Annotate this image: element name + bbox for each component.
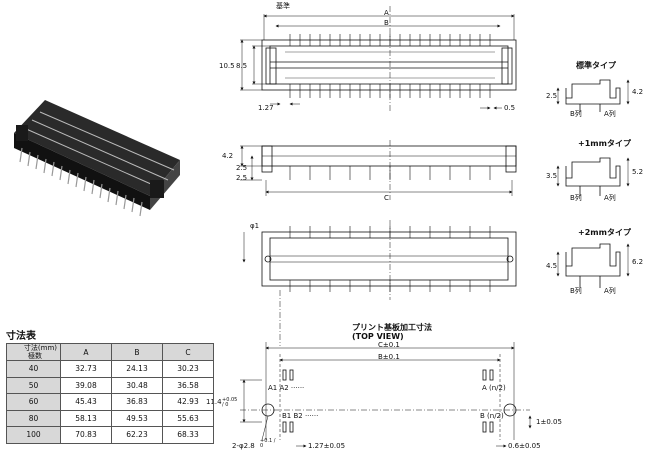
standard-dim-right: 4.2 (632, 88, 644, 96)
plus2-dim-right: 6.2 (632, 258, 644, 266)
dim-25a-label: 2.5 (236, 164, 248, 172)
plus2-type-title: +2mmタイプ (578, 228, 631, 237)
value-a-cell: 32.73 (60, 360, 112, 378)
poles-cell: 40 (6, 360, 61, 378)
pcb-bn2: B (n/2) (480, 412, 504, 420)
value-a-cell: 45.43 (60, 393, 112, 411)
value-c-cell: 68.33 (162, 426, 214, 444)
value-b-cell: 62.23 (111, 426, 163, 444)
dimension-table: 寸法(mm) 極数 A B C 40 32.73 24.13 30.23 50 … (6, 343, 214, 444)
plus1-row-a: A列 (604, 194, 616, 202)
pcb-dim-06: 0.6±0.05 (508, 442, 541, 450)
plus1-type-title: +1mmタイプ (578, 139, 631, 148)
header-dim: 寸法(mm) (23, 344, 57, 352)
poles-cell: 60 (6, 393, 61, 411)
header-col-b: B (111, 343, 163, 361)
pcb-dim-b: B±0.1 (378, 353, 400, 361)
dim-25b-label: 2.5 (236, 174, 248, 182)
dim-42-label: 4.2 (222, 152, 234, 160)
header-poles: 極数 (28, 352, 42, 360)
pcb-a1a2: A1 A2 ······ (268, 384, 305, 392)
table-header-row: 寸法(mm) 極数 A B C (6, 343, 214, 361)
plus2-row-a: A列 (604, 287, 616, 295)
dim-127-label: 1.27 (258, 104, 274, 112)
plus1-dim-left: 3.5 (546, 172, 558, 180)
pcb-b1b2: B1 B2 ······ (282, 412, 319, 420)
value-b-cell: 49.53 (111, 409, 163, 427)
table-row: 60 45.43 36.83 42.93 (6, 393, 214, 411)
value-a-cell: 39.08 (60, 376, 112, 394)
standard-type-title: 標準タイプ (576, 61, 616, 70)
standard-dim-left: 2.5 (546, 92, 558, 100)
poles-cell: 50 (6, 376, 61, 394)
value-b-cell: 30.48 (111, 376, 163, 394)
side-view (240, 140, 517, 200)
connector-3d-illustration (14, 100, 180, 217)
pcb-dim-114: 11.4 (206, 398, 222, 406)
value-c-cell: 30.23 (162, 360, 214, 378)
pcb-dim-c: C±0.1 (378, 341, 400, 349)
value-b-cell: 36.83 (111, 393, 163, 411)
pcb-hole-tol: +0.1 / 0 (260, 438, 276, 449)
dim-b-label: B (384, 19, 389, 27)
standard-row-a: A列 (604, 110, 616, 118)
pcb-an2: A (n/2) (482, 384, 506, 392)
pcb-subtitle: (TOP VIEW) (352, 332, 404, 341)
standard-row-b: B列 (570, 110, 582, 118)
pcb-title: プリント基板加工寸法 (352, 323, 432, 332)
plus2-dim-left: 4.5 (546, 262, 558, 270)
kijun-label: 基準 (276, 2, 290, 10)
poles-cell: 80 (6, 409, 61, 427)
pcb-hole: 2-φ2.8 (232, 442, 255, 450)
value-c-cell: 42.93 (162, 393, 214, 411)
pcb-layout (240, 342, 532, 448)
header-dim-poles: 寸法(mm) 極数 (6, 343, 61, 361)
dim-85-label: 8.5 (236, 62, 248, 70)
dim-a-label: A (384, 9, 389, 17)
pcb-pitch: 1.27±0.05 (308, 442, 346, 450)
top-view (240, 6, 517, 112)
value-a-cell: 70.83 (60, 426, 112, 444)
table-row: 100 70.83 62.23 68.33 (6, 426, 214, 444)
plus1-dim-right: 5.2 (632, 168, 644, 176)
phi1-label: φ1 (250, 222, 260, 230)
value-b-cell: 24.13 (111, 360, 163, 378)
dim-105-label: 10.5 (219, 62, 235, 70)
value-c-cell: 55.63 (162, 409, 214, 427)
dimension-table-title: 寸法表 (6, 331, 36, 342)
dim-05-label: 0.5 (504, 104, 516, 112)
table-row: 80 58.13 49.53 55.63 (6, 409, 214, 427)
pcb-dim-114-tol: +0.05 / 0 (222, 397, 238, 408)
plus2-row-b: B列 (570, 287, 582, 295)
value-c-cell: 36.58 (162, 376, 214, 394)
header-col-c: C (162, 343, 214, 361)
table-row: 40 32.73 24.13 30.23 (6, 360, 214, 378)
header-col-a: A (60, 343, 112, 361)
table-row: 50 39.08 30.48 36.58 (6, 376, 214, 394)
bottom-view (242, 220, 517, 346)
type-profiles (556, 79, 630, 288)
pcb-dim-1: 1±0.05 (536, 418, 562, 426)
poles-cell: 100 (6, 426, 61, 444)
value-a-cell: 58.13 (60, 409, 112, 427)
dim-c-label: C (384, 194, 389, 202)
plus1-row-b: B列 (570, 194, 582, 202)
